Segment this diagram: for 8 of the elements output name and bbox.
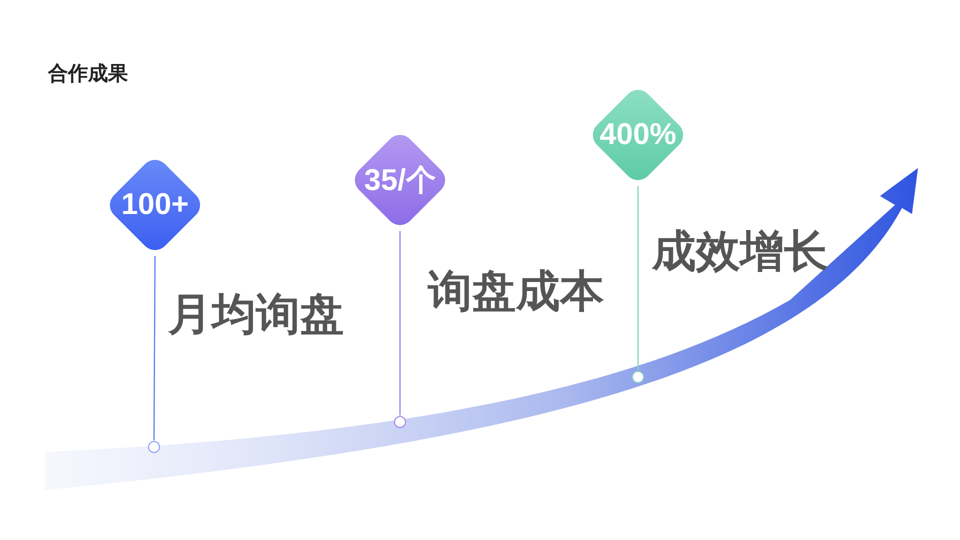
curve-dot <box>148 440 160 452</box>
metric-label: 询盘成本 <box>428 265 604 319</box>
curve-dot <box>394 416 406 428</box>
leader-line <box>399 231 401 416</box>
title: 合作成果 <box>48 60 128 87</box>
metric-label: 月均询盘 <box>168 288 344 342</box>
leader-line <box>153 256 156 440</box>
metric-label: 成效增长 <box>652 225 828 279</box>
